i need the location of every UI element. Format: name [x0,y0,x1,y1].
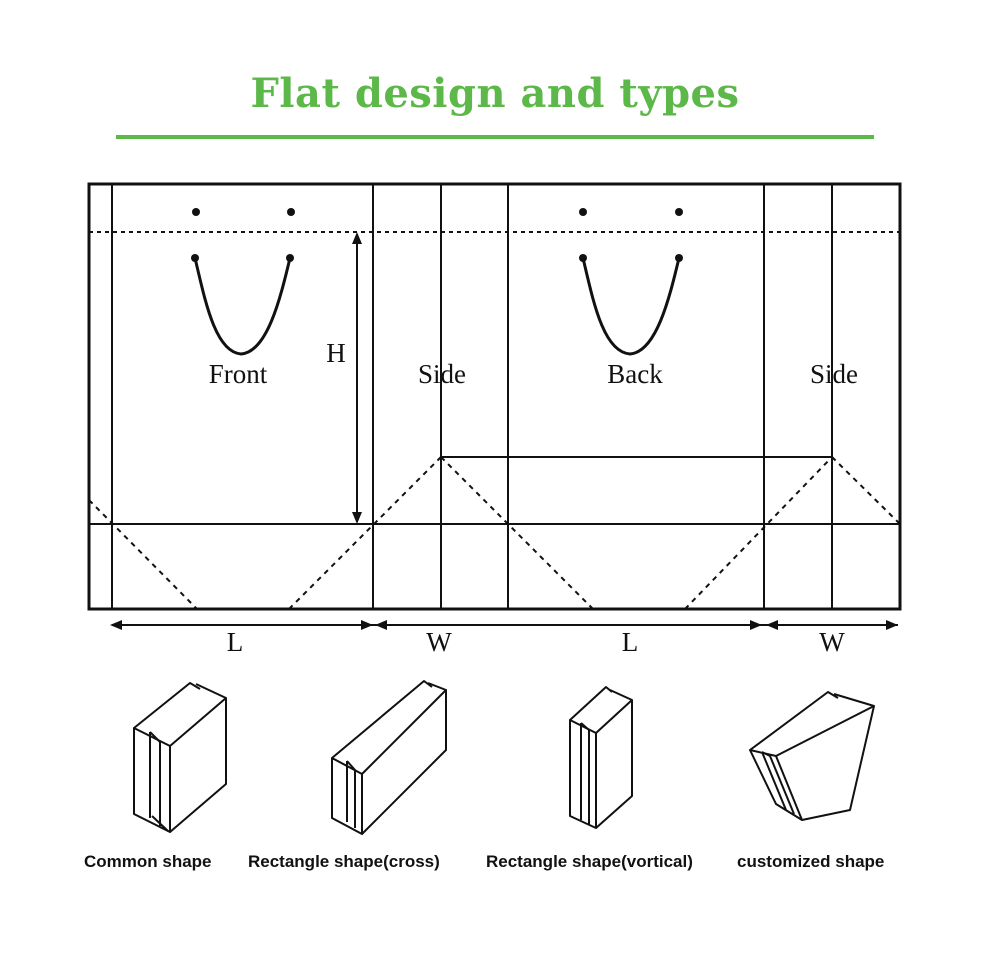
rectangle-vortical-bag-icon [569,686,633,829]
front-rope-handle [193,257,292,356]
back-rope-handle [581,257,681,356]
label-front: Front [209,359,268,389]
label-width-1: W [426,627,452,657]
common-shape-bag-icon [133,682,227,833]
caption-rectangle-cross: Rectangle shape(cross) [248,852,440,871]
caption-customized-shape: customized shape [737,852,885,871]
label-length-1: L [227,627,244,657]
label-length-2: L [622,627,639,657]
customized-shape-bag-icon [749,691,875,821]
label-height: H [326,338,346,368]
sheet-outline [87,182,902,611]
rectangle-cross-bag-icon [331,680,447,835]
page-title: Flat design and types [250,70,740,117]
label-width-2: W [819,627,845,657]
handle-holes [191,208,683,262]
label-back: Back [607,359,663,389]
bottom-creases [88,456,901,610]
label-side-left: Side [418,359,466,389]
width-dimension-arrows [110,620,898,630]
label-side-right: Side [810,359,858,389]
caption-common-shape: Common shape [84,852,212,871]
height-dimension-arrow [352,232,362,524]
title-underline [116,135,874,139]
caption-rectangle-vortical: Rectangle shape(vortical) [486,852,693,871]
